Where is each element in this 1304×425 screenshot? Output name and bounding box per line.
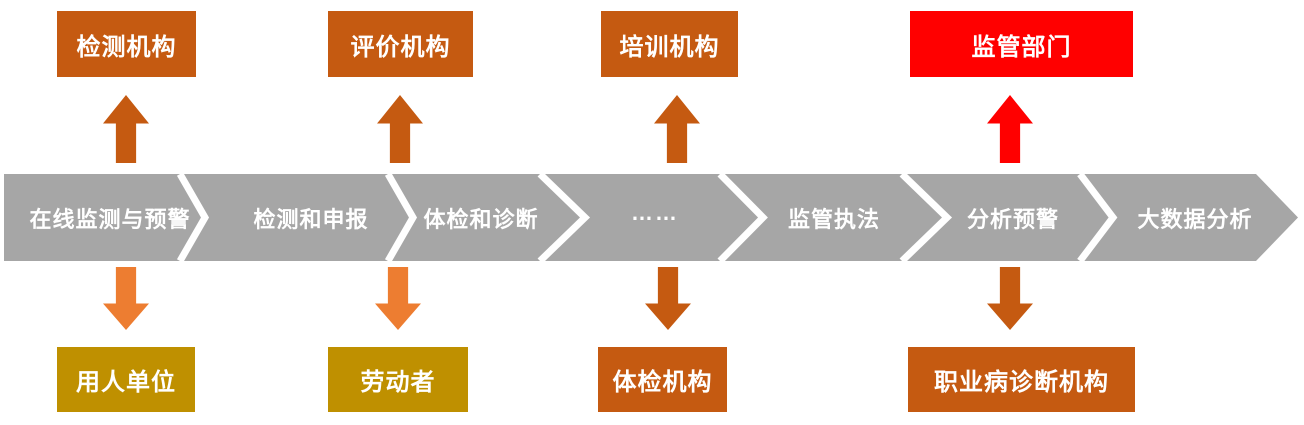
band-segment-online-monitoring: 在线监测与预警: [29, 206, 191, 232]
down-arrow-icon-employer: [103, 267, 149, 330]
chevron-separator-icon: [717, 174, 768, 261]
down-arrow-icon-diagnosis-agency: [987, 267, 1033, 330]
chevron-separator-icon: [384, 174, 418, 261]
band-segment-exam-diagnosis: 体检和诊断: [423, 206, 539, 232]
down-arrow-icon-worker: [375, 267, 421, 330]
box-employer: 用人单位: [57, 347, 195, 412]
process-band-shape: [4, 174, 1298, 261]
band-segment-testing-declaration: 检测和申报: [253, 206, 369, 232]
box-occupational-disease-diagnosis-agency: 职业病诊断机构: [908, 347, 1135, 412]
box-evaluation-agency: 评价机构: [328, 11, 473, 77]
band-segment-ellipsis-text: ……: [631, 199, 679, 225]
band-segment-ellipsis: ……: [631, 174, 679, 261]
up-arrow-icon-evaluation-agency: [377, 95, 423, 163]
band-segment-big-data-analysis: 大数据分析: [1137, 206, 1253, 232]
box-testing-agency: 检测机构: [57, 11, 196, 77]
chevron-separator-icon: [176, 174, 210, 261]
up-arrow-icon-training-agency: [654, 95, 700, 163]
box-physical-exam-agency: 体检机构: [598, 347, 727, 412]
box-training-agency: 培训机构: [601, 11, 738, 77]
band-segment-analysis-warning: 分析预警: [966, 206, 1060, 232]
chevron-separator-icon: [537, 174, 591, 261]
up-arrow-icon-testing-agency: [103, 95, 149, 163]
chevron-separator-icon: [1077, 174, 1118, 261]
band-segment-supervision-enforcement: 监管执法: [787, 206, 881, 232]
process-band: [4, 174, 1298, 261]
down-arrow-icon-exam-agency: [645, 267, 691, 330]
box-worker: 劳动者: [328, 347, 468, 412]
up-arrow-icon-regulator: [987, 95, 1033, 163]
box-regulatory-department: 监管部门: [910, 11, 1133, 77]
chevron-separator-icon: [899, 174, 953, 261]
